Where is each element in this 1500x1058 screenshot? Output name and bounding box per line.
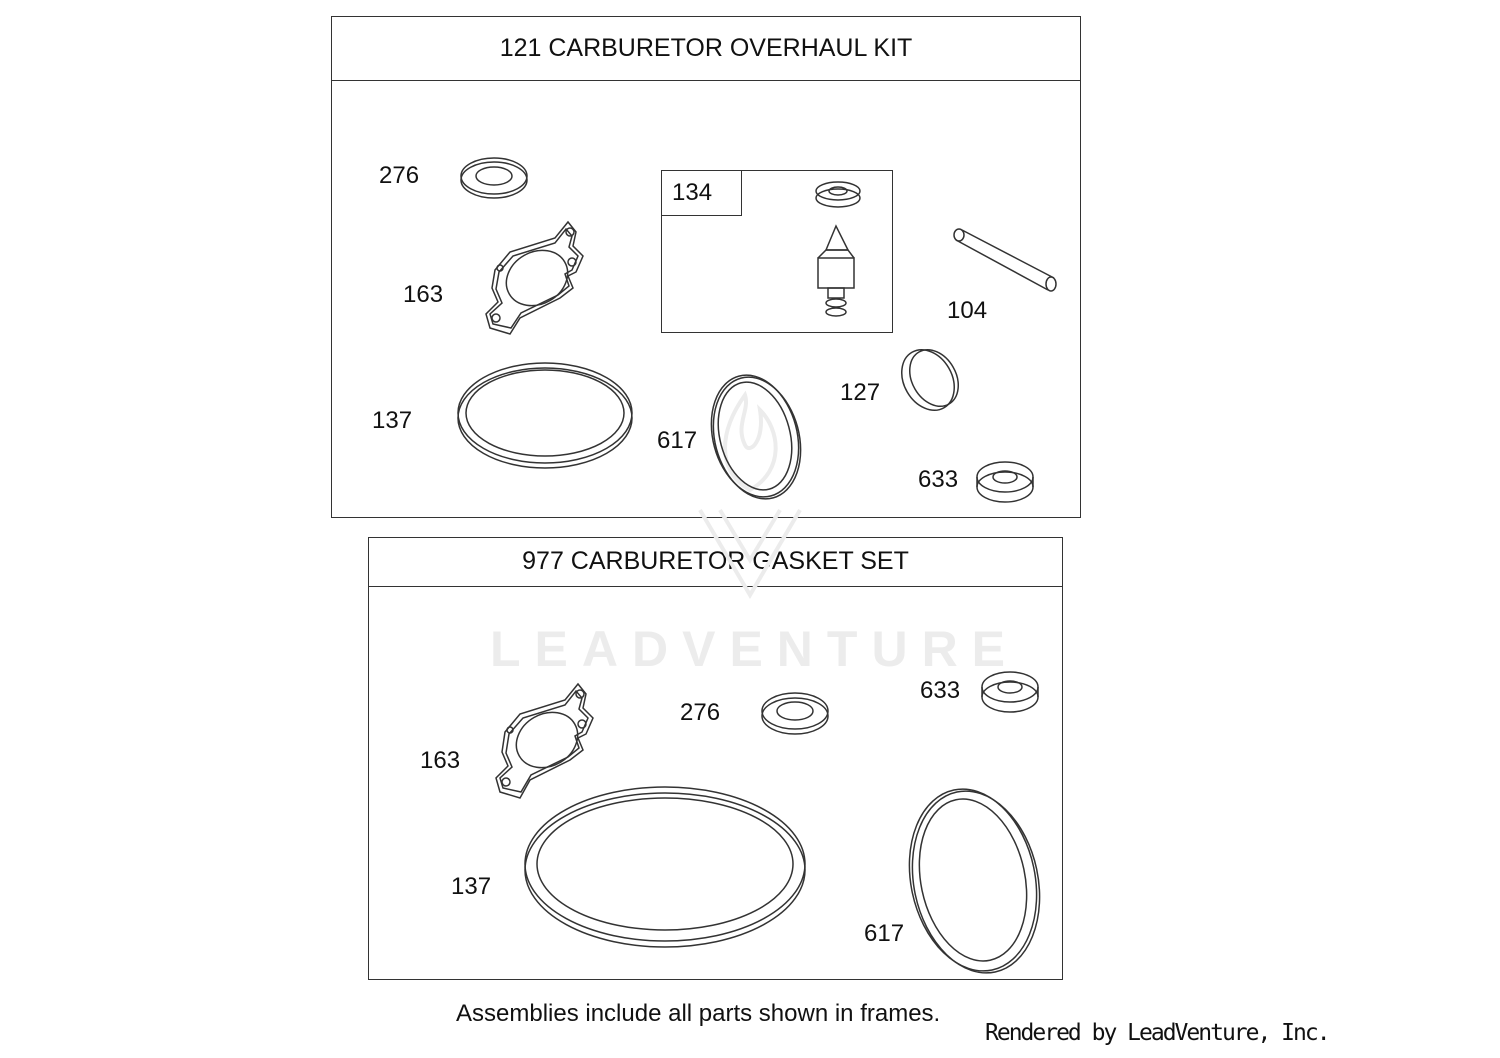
set-washer-633	[981, 671, 1039, 713]
kit-label-617: 617	[657, 427, 698, 454]
kit-pin-104	[953, 228, 1057, 292]
kit-label-127: 127	[840, 379, 881, 406]
gasket-set-frame: 977 CARBURETOR GASKET SET	[368, 537, 1063, 980]
set-oring-617	[908, 788, 1041, 974]
gasket-set-title: 977 CARBURETOR GASKET SET	[369, 538, 1062, 587]
render-credit: Rendered by LeadVenture, Inc.	[985, 1020, 1331, 1046]
set-label-617: 617	[864, 920, 905, 947]
kit-label-137: 137	[372, 407, 413, 434]
kit-washer-276	[460, 157, 528, 199]
kit-oring-617	[710, 374, 802, 500]
kit-oring-137	[457, 362, 633, 469]
overhaul-kit-frame: 121 CARBURETOR OVERHAUL KIT	[331, 16, 1081, 518]
set-label-276: 276	[680, 699, 721, 726]
watermark: LEADVENTURE	[490, 621, 1020, 677]
kit-gasket-163	[485, 220, 584, 335]
needle-seat-subframe: 134	[661, 170, 893, 333]
assemblies-footnote: Assemblies include all parts shown in fr…	[456, 1000, 941, 1027]
set-gasket-163	[495, 682, 594, 799]
overhaul-kit-title: 121 CARBURETOR OVERHAUL KIT	[332, 17, 1080, 81]
kit-plug-127	[901, 349, 959, 411]
kit-label-104: 104	[947, 297, 988, 324]
kit-label-633: 633	[918, 466, 959, 493]
set-label-163: 163	[420, 747, 461, 774]
watermark-logo	[698, 390, 802, 599]
set-washer-276	[761, 692, 829, 735]
set-oring-137	[524, 786, 806, 948]
kit-label-276: 276	[379, 162, 420, 189]
kit-washer-633	[976, 461, 1034, 503]
kit-needle-seat-134	[815, 181, 861, 317]
set-label-137: 137	[451, 873, 492, 900]
set-label-633: 633	[920, 677, 961, 704]
part-label-134: 134	[662, 171, 742, 216]
kit-label-163: 163	[403, 281, 444, 308]
